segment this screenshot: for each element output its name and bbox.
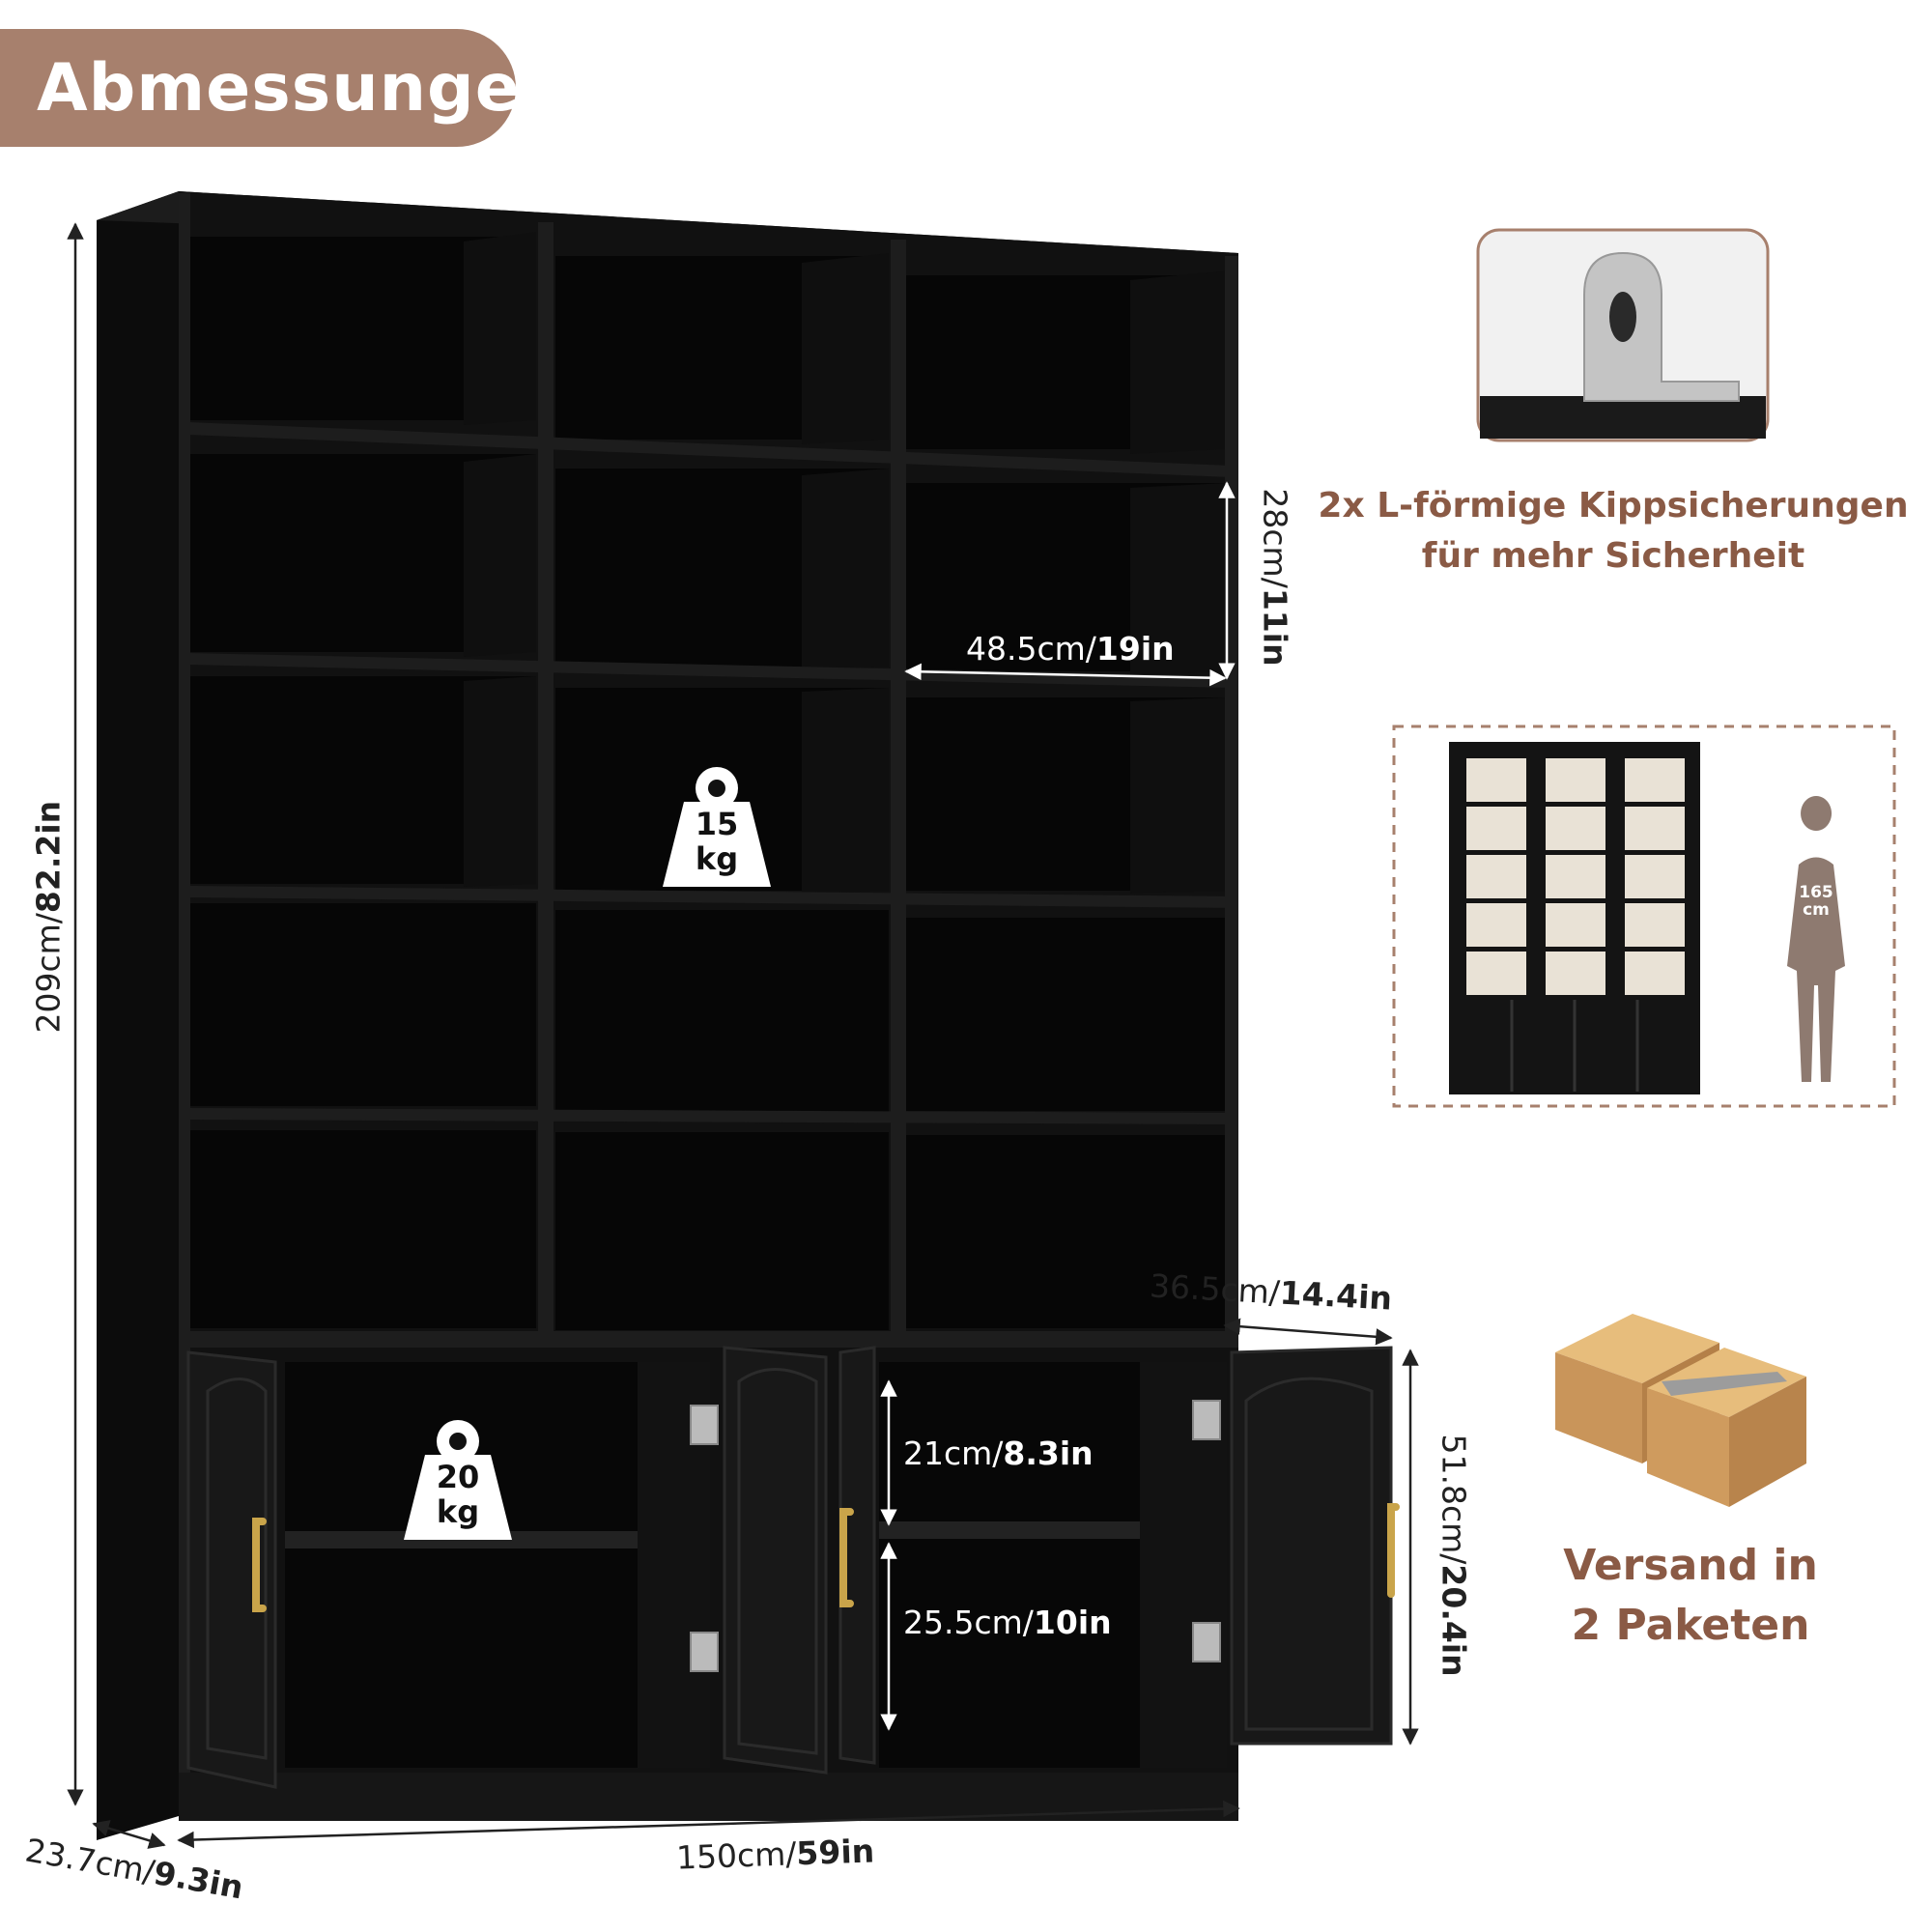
title-banner [0,29,516,147]
door-hinges [690,1400,1221,1672]
cabinet-lower-label: 25.5cm/10in [903,1604,1112,1641]
dimension-lines [67,222,1419,1849]
cabinet-door-3 [838,1346,876,1765]
cabinet-door-2 [723,1346,828,1775]
width-label: 150cm/59in [675,1832,875,1877]
person-silhouette [1787,796,1845,1082]
shipping-caption: Versand in 2 Paketen [1563,1541,1818,1650]
gold-handles [252,1503,1400,1612]
compartment-shading [464,232,1227,894]
cabinet-door-1 [186,1350,277,1789]
bookcase-side-panel [97,191,179,1840]
weight-icon-shelf [663,767,771,887]
width-dim-line [177,1800,1240,1849]
height-label: 209cm/82.2in [29,800,68,1034]
depth-dim-line [92,1820,166,1849]
shipping-boxes-icon [1555,1314,1806,1507]
scale-comparison-inset [1392,724,1896,1108]
anti-tip-caption: 2x L-förmige Kippsicherungen für mehr Si… [1318,486,1909,576]
cabinet-upper-label: 21cm/8.3in [903,1435,1094,1472]
cabinet-door-4 [1230,1346,1393,1746]
l-bracket-inset [1476,228,1770,442]
cabinet-height-label: 51.8cm/20.4in [1435,1434,1473,1677]
cabinet-depth-dim-line [1223,1318,1393,1346]
dimension-lines-white [880,481,1236,1731]
shelf-height-label: 28cm/11in [1256,488,1294,667]
cabinet-doors [186,1346,1393,1789]
shelf-width-dim-line [904,663,1227,687]
page-title: Abmessungen [37,50,569,127]
shelf-width-label: 48.5cm/19in [966,630,1175,668]
weight-icon-cabinet [404,1420,512,1540]
